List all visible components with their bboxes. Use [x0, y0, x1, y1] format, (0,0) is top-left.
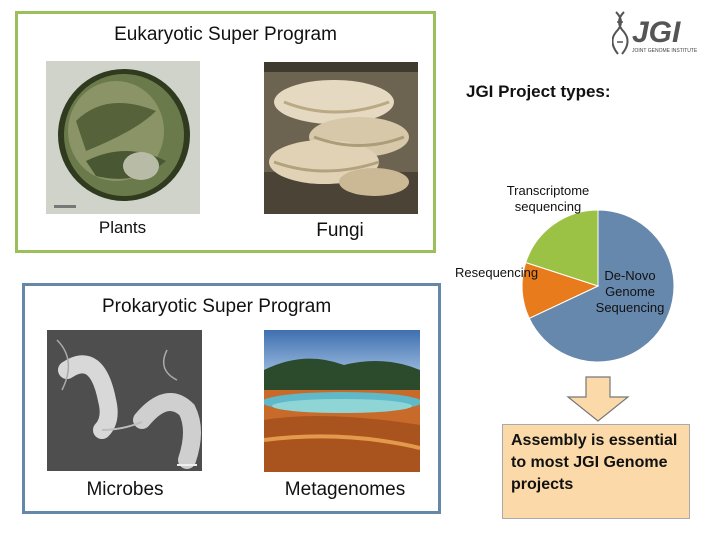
assembly-callout: Assembly is essential to most JGI Genome…: [502, 424, 690, 519]
pie-label-transcriptome: Transcriptome sequencing: [506, 183, 590, 214]
project-types-title: JGI Project types:: [466, 82, 611, 101]
fungi-label: Fungi: [316, 220, 364, 241]
microbes-image: [47, 330, 202, 471]
pie-slice-de-novo-genome-sequencing: [528, 209, 675, 363]
prokaryotic-program-box: [22, 283, 441, 514]
jgi-logo: JGI JOINT GENOME INSTITUTE: [612, 11, 698, 55]
plant-cell-image: [46, 61, 200, 214]
metagenomes-label: Metagenomes: [284, 479, 406, 500]
prokaryotic-program-title: Prokaryotic Super Program: [102, 296, 332, 317]
down-arrow-icon: [566, 376, 630, 422]
svg-text:JOINT GENOME INSTITUTE: JOINT GENOME INSTITUTE: [632, 48, 698, 54]
eukaryotic-program-box: Eukaryotic Super Program: [15, 11, 436, 253]
plants-label: Plants: [98, 218, 147, 237]
fungi-image: [264, 62, 418, 214]
pie-label-denovo: De-Novo Genome Sequencing: [595, 268, 665, 315]
svg-text:JGI: JGI: [632, 16, 681, 49]
project-types-pie-chart: [521, 209, 675, 363]
microbes-label: Microbes: [86, 479, 164, 500]
pie-label-resequencing: Resequencing: [455, 265, 539, 280]
pie-slice-transcriptome-sequencing: [525, 209, 599, 287]
eukaryotic-program-title: Eukaryotic Super Program: [114, 24, 337, 45]
metagenomes-image: [264, 330, 420, 472]
